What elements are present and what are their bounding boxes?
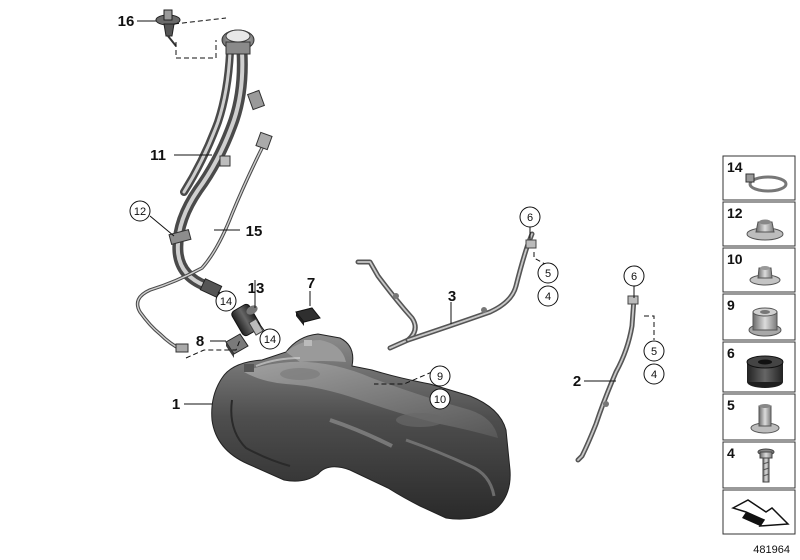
part-8-pad (225, 333, 249, 358)
legend-label: 12 (727, 205, 743, 221)
part-label: 13 (248, 280, 265, 297)
legend-panel: 14 12 10 9 6 (722, 155, 796, 535)
part-label: 10 (434, 394, 446, 406)
part-label: 15 (246, 223, 263, 240)
part-3-strap (355, 231, 537, 351)
part-label: 3 (448, 288, 456, 305)
arrow-icon (731, 499, 790, 527)
reference-number: 481964 (753, 544, 790, 556)
nut-icon (749, 266, 781, 286)
breather-line (135, 131, 273, 353)
part-label: 9 (437, 371, 443, 383)
part-label: 2 (573, 373, 581, 390)
legend-label: 5 (727, 397, 735, 413)
legend-label: 14 (727, 159, 743, 175)
part-16-valve (155, 9, 181, 47)
part-label: 11 (150, 147, 166, 164)
part-7-pad (295, 307, 321, 326)
part-labels: 16 11 12 15 13 14 14 8 7 3 6 5 4 9 10 1 … (118, 13, 665, 413)
part-label: 1 (172, 396, 180, 413)
hose-clamp-icon (748, 175, 788, 193)
legend-label: 4 (727, 445, 735, 461)
fuel-tank (211, 333, 511, 520)
part-13-hose (231, 303, 264, 337)
legend-label: 9 (727, 297, 735, 313)
part-label: 6 (631, 271, 637, 283)
part-label: 5 (545, 268, 551, 280)
part-label: 16 (118, 13, 135, 30)
rubber-grommet-icon (746, 355, 784, 388)
bushing-icon (750, 404, 780, 434)
part-label: 14 (220, 296, 232, 308)
part-label: 5 (651, 346, 657, 358)
legend-label: 6 (727, 345, 735, 361)
part-label: 8 (196, 333, 204, 350)
part-label: 4 (651, 369, 657, 381)
part-2-strap (575, 295, 639, 463)
part-label: 6 (527, 212, 533, 224)
part-label: 4 (545, 291, 551, 303)
part-label: 7 (307, 275, 315, 292)
part-label: 14 (264, 334, 276, 346)
flange-nut-icon (746, 219, 784, 241)
filler-pipe (168, 29, 266, 298)
legend-label: 10 (727, 251, 743, 267)
screw-icon (757, 448, 775, 483)
legend-cell (722, 441, 796, 489)
spacer-icon (748, 307, 782, 337)
part-label: 12 (134, 206, 146, 218)
